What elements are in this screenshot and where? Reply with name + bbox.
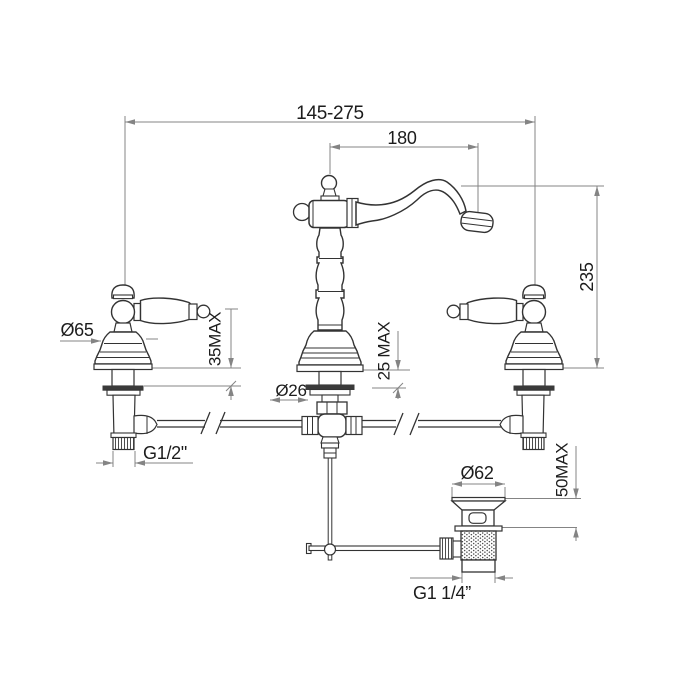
- dim-waste-thread-label: G1 1/4”: [413, 583, 471, 603]
- right-handle: [446, 284, 564, 451]
- left-handle: [93, 284, 211, 451]
- dimension-arrowheads: [91, 119, 600, 581]
- waste-flange: [454, 525, 503, 532]
- spout-column: [292, 174, 494, 561]
- dim-deck-max-handle-label: 35MAX: [205, 312, 224, 366]
- pop-up-waste: [439, 496, 507, 573]
- dim-spread-label: 145-275: [296, 103, 364, 124]
- dim-waste-top-dia-label: Ø62: [460, 463, 493, 483]
- finial-ball: [320, 174, 338, 192]
- column-deck-flange: [305, 384, 355, 390]
- spout-tube: [355, 179, 467, 227]
- dim-spout-base-dia-label: Ø26: [275, 381, 306, 400]
- faucet-assembly: [93, 174, 564, 573]
- pipe-break-mark: [200, 411, 226, 435]
- pop-up-rod: [327, 457, 333, 547]
- dim-deck-max-spout-label: 25 MAX: [374, 322, 393, 381]
- waste-knurled-body: [460, 530, 497, 561]
- tee-fitting: [317, 413, 347, 438]
- fixing-nut: [316, 401, 348, 415]
- spout-body: [308, 199, 350, 229]
- dim-spout-reach-label: 180: [387, 128, 416, 148]
- dim-inlet-thread-label: G1/2": [143, 443, 187, 463]
- dim-spout-height-label: 235: [577, 262, 597, 291]
- waste-rod-nut: [439, 537, 454, 560]
- body-end-knob: [292, 202, 312, 222]
- pipe-break-mark: [393, 412, 420, 436]
- waste-overflow-hole: [468, 512, 487, 524]
- spout-outlet: [460, 210, 494, 234]
- column-turned-profile: [315, 227, 345, 331]
- dimension-labels: 145-275 180 235 35MAX 25 MAX Ø65 Ø26 G1/…: [60, 103, 596, 603]
- waste-tailpiece: [461, 559, 496, 573]
- rod-pivot-ball: [323, 543, 337, 556]
- supply-pipes: [157, 411, 501, 436]
- dim-handle-base-dia-label: Ø65: [60, 320, 93, 340]
- dim-deck-max-waste-label: 50MAX: [552, 443, 571, 497]
